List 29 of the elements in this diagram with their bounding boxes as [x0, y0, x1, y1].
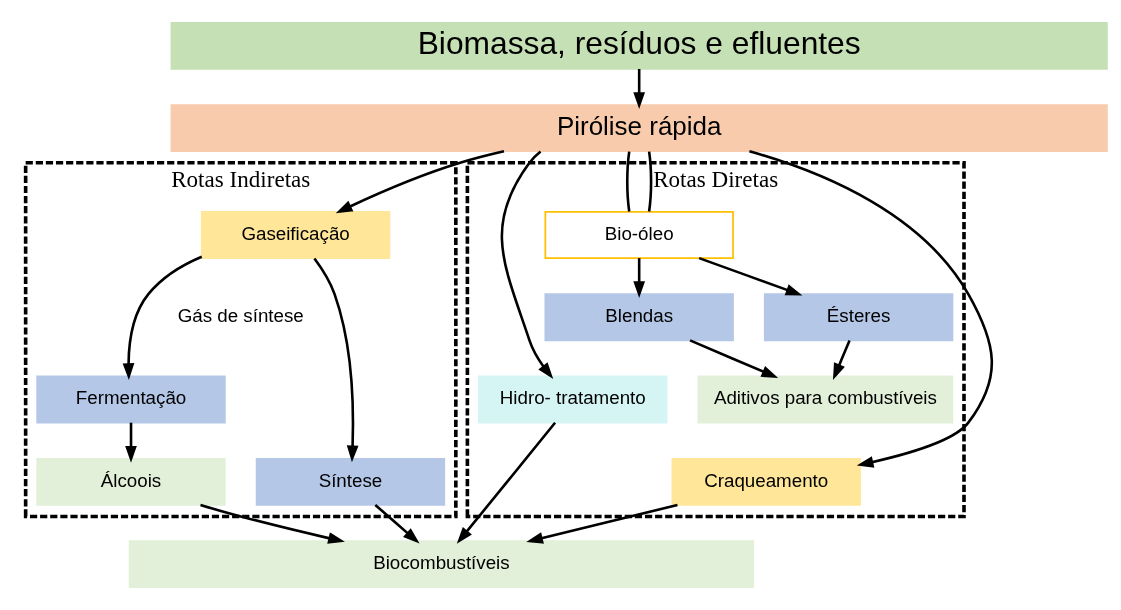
- node-box: Bio-óleo: [544, 211, 734, 259]
- arrow: [689, 339, 779, 378]
- connector: [647, 151, 653, 212]
- node-box: Biomassa, resíduos e efluentes: [170, 21, 1108, 70]
- arrow: [500, 150, 554, 380]
- node-box: Biocombustíveis: [128, 540, 755, 589]
- arrow: [698, 256, 803, 296]
- arrow: [633, 69, 646, 109]
- node-box: Álcoois: [36, 457, 226, 506]
- arrow: [200, 503, 345, 544]
- arrow: [313, 257, 359, 463]
- arrow: [526, 503, 678, 544]
- node-box: Aditivos para combustíveis: [697, 375, 954, 424]
- label: Gás de síntese: [177, 305, 304, 327]
- arrow: [374, 504, 420, 544]
- node-box: Blendas: [544, 293, 734, 342]
- node-box: Ésteres: [763, 293, 954, 342]
- node-box: Craqueamento: [671, 457, 861, 506]
- connector: [626, 151, 631, 212]
- node-box: Hidro- tratamento: [478, 375, 668, 424]
- node-box: Síntese: [255, 457, 446, 506]
- arrow: [125, 422, 137, 463]
- node-box: Gaseificação: [200, 211, 391, 259]
- arrow: [122, 255, 203, 381]
- arrow: [456, 421, 557, 544]
- node-box: Fermentação: [36, 375, 226, 424]
- arrow: [633, 258, 646, 299]
- node-box: Pirólise rápida: [170, 104, 1108, 153]
- arrow: [832, 339, 851, 381]
